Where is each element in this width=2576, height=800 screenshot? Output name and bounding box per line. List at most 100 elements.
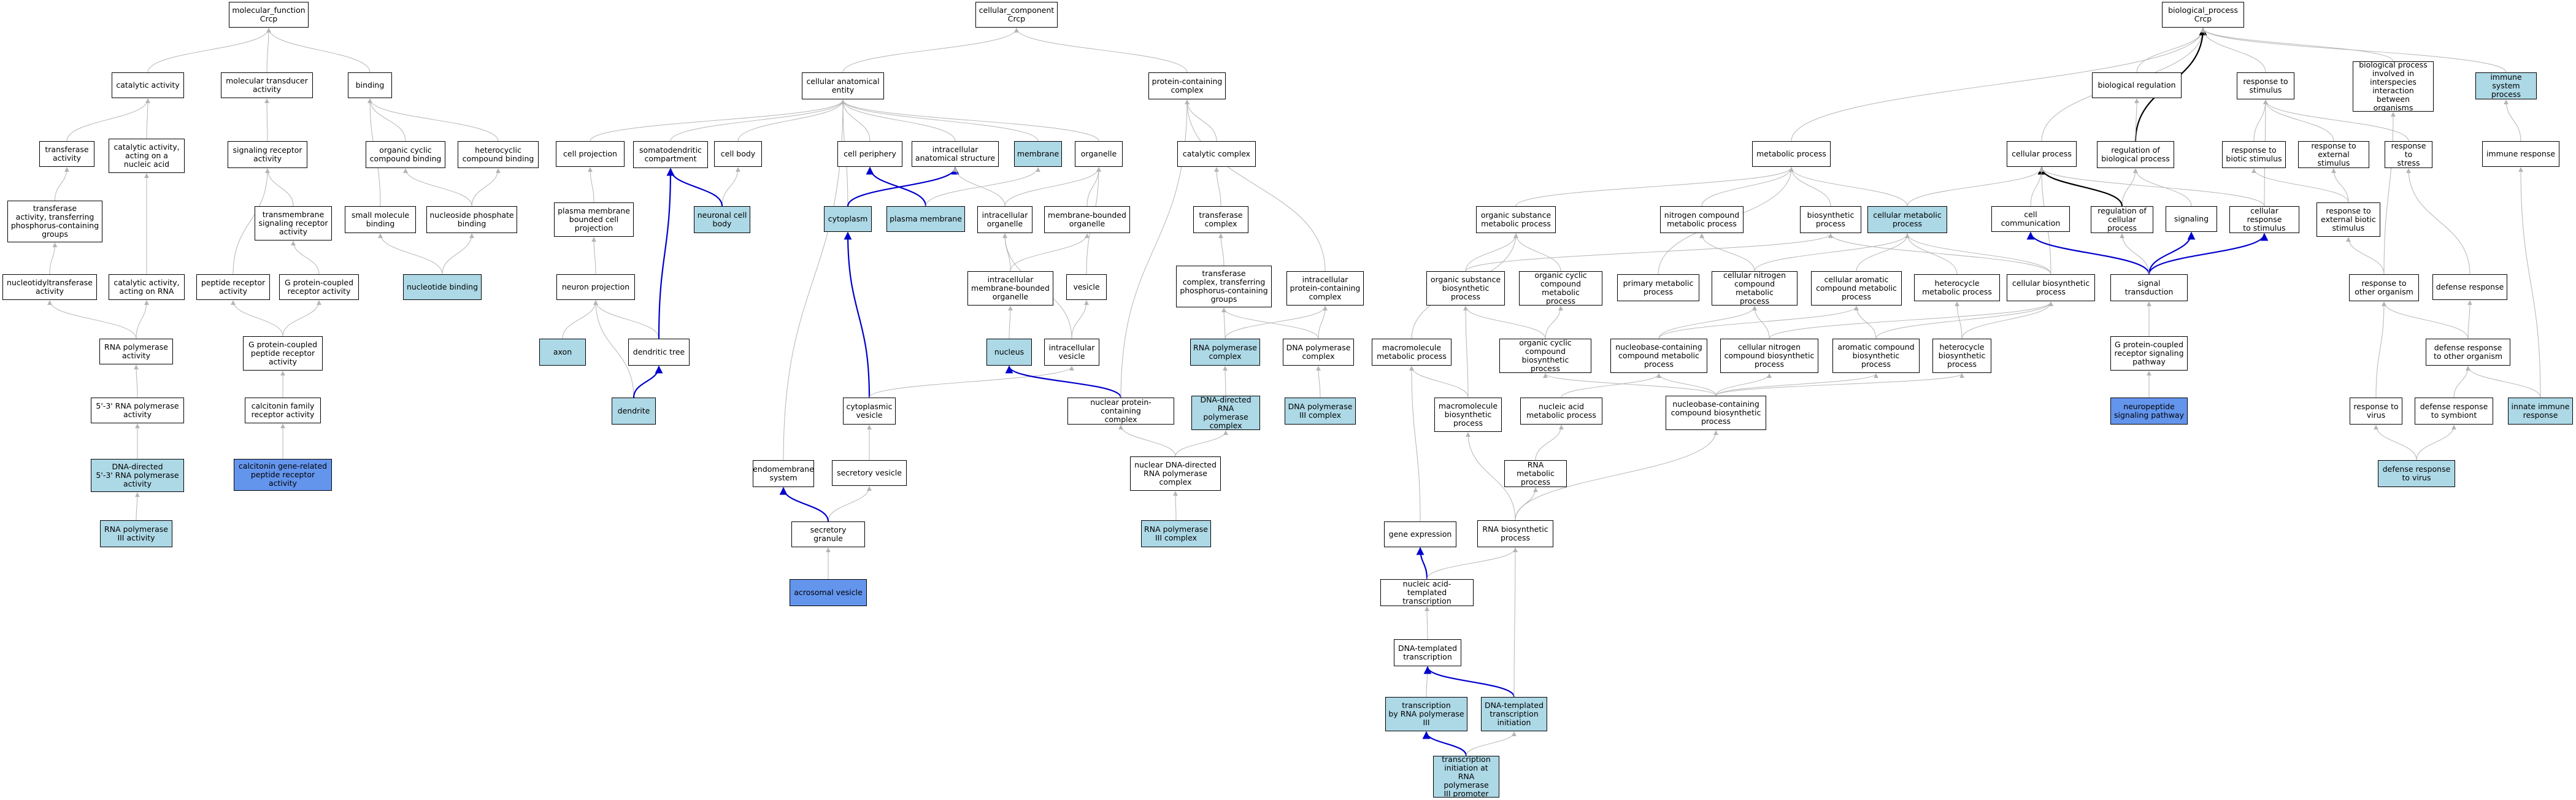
node-cellular-biosynthetic-process[interactable]: cellular biosynthetic process	[2007, 274, 2095, 301]
node-regulation-of-biological-process[interactable]: regulation of biological process	[2097, 141, 2174, 168]
node-nucleoside-phosphate-binding[interactable]: nucleoside phosphate binding	[426, 206, 517, 233]
node-organic-cyclic-compound-biosynthetic-process[interactable]: organic cyclic compound biosynthetic pro…	[1499, 339, 1591, 373]
node-regulation-of-cellular-process[interactable]: regulation of cellular process	[2091, 206, 2153, 233]
node-dna-directed-rna-polymerase-complex[interactable]: DNA-directed RNA polymerase complex	[1191, 396, 1260, 430]
node-defense-response[interactable]: defense response	[2432, 274, 2507, 300]
node-rna-polymerase-activity[interactable]: RNA polymerase activity	[99, 339, 173, 364]
node-nucleotide-binding[interactable]: nucleotide binding	[403, 274, 482, 300]
node-cgrp-receptor-activity[interactable]: calcitonin gene-related peptide receptor…	[234, 459, 332, 491]
node-axon[interactable]: axon	[539, 339, 586, 366]
node-transcription-by-rna-polymerase-iii[interactable]: transcription by RNA polymerase III	[1385, 697, 1467, 731]
node-response-to-virus[interactable]: response to virus	[2350, 398, 2402, 425]
node-calcitonin-family-receptor-activity[interactable]: calcitonin family receptor activity	[245, 398, 321, 423]
node-catalytic-acting-on-rna[interactable]: catalytic activity, acting on RNA	[109, 274, 185, 300]
node-cell-body[interactable]: cell body	[714, 141, 762, 167]
node-biological-regulation[interactable]: biological regulation	[2092, 72, 2182, 98]
node-cellular-component[interactable]: cellular_component Crcp	[975, 2, 1058, 28]
node-intracellular-protein-containing-complex[interactable]: intracellular protein-containing complex	[1286, 271, 1364, 306]
node-dendrite[interactable]: dendrite	[612, 398, 656, 425]
node-gpcr-signaling-pathway[interactable]: G protein-coupled receptor signaling pat…	[2110, 336, 2188, 371]
node-biosynthetic-process[interactable]: biosynthetic process	[1800, 206, 1861, 233]
node-gene-expression[interactable]: gene expression	[1384, 521, 1456, 547]
node-neuropeptide-signaling-pathway[interactable]: neuropeptide signaling pathway	[2110, 398, 2188, 425]
node-signaling-receptor-activity[interactable]: signaling receptor activity	[228, 141, 307, 168]
node-response-to-other-organism[interactable]: response to other organism	[2349, 274, 2419, 301]
node-organic-cyclic-compound-binding[interactable]: organic cyclic compound binding	[366, 141, 445, 168]
node-macromolecule-metabolic-process[interactable]: macromolecule metabolic process	[1372, 339, 1451, 366]
node-catalytic-acting-on-nucleic-acid[interactable]: catalytic activity, acting on a nucleic …	[109, 139, 185, 173]
node-rna-biosynthetic-process[interactable]: RNA biosynthetic process	[1477, 520, 1553, 547]
node-peptide-receptor-activity[interactable]: peptide receptor activity	[196, 274, 270, 300]
node-nucleic-acid-templated-transcription[interactable]: nucleic acid-templated transcription	[1380, 579, 1474, 606]
node-dna-polymerase-complex[interactable]: DNA polymerase complex	[1283, 339, 1354, 366]
node-response-to-external-biotic-stimulus[interactable]: response to external biotic stimulus	[2316, 202, 2380, 237]
node-heterocycle-metabolic-process[interactable]: heterocycle metabolic process	[1914, 274, 2000, 301]
node-intracellular-membrane-bounded-organelle[interactable]: intracellular membrane-bounded organelle	[967, 271, 1053, 306]
node-biological-process[interactable]: biological_process Crcp	[2162, 2, 2244, 28]
node-gpcr-peptide-receptor-activity[interactable]: G protein-coupled peptide receptor activ…	[243, 336, 323, 371]
node-cellular-nitrogen-compound-biosynthetic-process[interactable]: cellular nitrogen compound biosynthetic …	[1720, 339, 1818, 373]
node-molecular-function[interactable]: molecular_function Crcp	[229, 2, 309, 28]
node-rna-metabolic-process[interactable]: RNA metabolic process	[1504, 460, 1567, 487]
node-molecular-transducer-activity[interactable]: molecular transducer activity	[221, 72, 313, 98]
node-intracellular-vesicle[interactable]: intracellular vesicle	[1044, 339, 1099, 366]
node-organelle[interactable]: organelle	[1075, 141, 1123, 167]
node-cell-communication[interactable]: cell communication	[1991, 206, 2070, 232]
node-endomembrane-system[interactable]: endomembrane system	[753, 460, 814, 487]
node-transmembrane-signaling-receptor[interactable]: transmembrane signaling receptor activit…	[255, 206, 332, 240]
node-cell-periphery[interactable]: cell periphery	[837, 141, 902, 167]
node-dna-polymerase-iii-complex[interactable]: DNA polymerase III complex	[1285, 398, 1356, 425]
node-5-3-rna-polymerase-activity[interactable]: 5'-3' RNA polymerase activity	[91, 398, 184, 423]
node-nucleus[interactable]: nucleus	[986, 339, 1032, 366]
node-neuronal-cell-body[interactable]: neuronal cell body	[694, 206, 750, 233]
node-biological-process-interspecies-interaction[interactable]: biological process involved in interspec…	[2353, 61, 2434, 112]
node-transferase-activity[interactable]: transferase activity	[39, 141, 94, 167]
node-organic-substance-metabolic-process[interactable]: organic substance metabolic process	[1476, 206, 1556, 233]
node-signal-transduction[interactable]: signal transduction	[2110, 274, 2188, 301]
node-response-to-stress[interactable]: response to stress	[2385, 141, 2432, 168]
node-intracellular-organelle[interactable]: intracellular organelle	[977, 206, 1032, 233]
node-dna-directed-rna-polymerase-activity[interactable]: DNA-directed 5'-3' RNA polymerase activi…	[91, 459, 184, 492]
node-cytoplasmic-vesicle[interactable]: cytoplasmic vesicle	[843, 398, 896, 425]
node-response-to-external-stimulus[interactable]: response to external stimulus	[2298, 141, 2369, 168]
node-cytoplasm[interactable]: cytoplasm	[824, 206, 872, 232]
node-heterocyclic-compound-binding[interactable]: heterocyclic compound binding	[458, 141, 539, 168]
node-plasma-membrane[interactable]: plasma membrane	[886, 206, 965, 232]
node-defense-response-to-symbiont[interactable]: defense response to symbiont	[2415, 398, 2493, 425]
node-cellular-nitrogen-compound-metabolic-process[interactable]: cellular nitrogen compound metabolic pro…	[1712, 271, 1797, 306]
node-catalytic-complex[interactable]: catalytic complex	[1177, 141, 1256, 167]
node-primary-metabolic-process[interactable]: primary metabolic process	[1617, 274, 1699, 301]
node-nucleobase-containing-compound-biosynthetic-process[interactable]: nucleobase-containing compound biosynthe…	[1666, 396, 1766, 430]
node-immune-system-process[interactable]: immune system process	[2475, 72, 2537, 99]
node-nucleotidyltransferase-activity[interactable]: nucleotidyltransferase activity	[2, 274, 97, 300]
node-acrosomal-vesicle[interactable]: acrosomal vesicle	[790, 579, 867, 606]
node-response-to-biotic-stimulus[interactable]: response to biotic stimulus	[2222, 141, 2286, 168]
node-nucleobase-containing-compound-metabolic-process[interactable]: nucleobase-containing compound metabolic…	[1610, 339, 1707, 373]
node-binding[interactable]: binding	[348, 72, 392, 98]
node-cellular-anatomical-entity[interactable]: cellular anatomical entity	[802, 72, 884, 99]
node-transferase-phosphorus-groups[interactable]: transferase activity, transferring phosp…	[7, 201, 102, 242]
node-nucleic-acid-metabolic-process[interactable]: nucleic acid metabolic process	[1520, 398, 1602, 425]
node-vesicle[interactable]: vesicle	[1066, 274, 1107, 300]
node-catalytic-activity[interactable]: catalytic activity	[112, 72, 184, 98]
node-gpcr-activity[interactable]: G protein-coupled receptor activity	[279, 274, 359, 300]
node-macromolecule-biosynthetic-process[interactable]: macromolecule biosynthetic process	[1434, 398, 1502, 432]
node-transcription-initiation-rna-polymerase-iii-promoter[interactable]: transcription initiation at RNA polymera…	[1433, 756, 1499, 798]
node-secretory-granule[interactable]: secretory granule	[791, 521, 865, 547]
node-dna-templated-transcription-initiation[interactable]: DNA-templated transcription initiation	[1481, 697, 1547, 731]
node-membrane-bounded-organelle[interactable]: membrane-bounded organelle	[1044, 206, 1130, 233]
node-defense-response-to-other-organism[interactable]: defense response to other organism	[2426, 339, 2510, 366]
node-organic-substance-biosynthetic-process[interactable]: organic substance biosynthetic process	[1426, 271, 1505, 306]
node-dendritic-tree[interactable]: dendritic tree	[628, 339, 690, 366]
node-protein-containing-complex[interactable]: protein-containing complex	[1148, 72, 1226, 99]
node-aromatic-compound-biosynthetic-process[interactable]: aromatic compound biosynthetic process	[1832, 339, 1920, 373]
node-cellular-process[interactable]: cellular process	[2007, 141, 2077, 167]
node-small-molecule-binding[interactable]: small molecule binding	[345, 206, 416, 233]
node-transferase-complex-phosphorus-groups[interactable]: transferase complex, transferring phosph…	[1176, 266, 1272, 307]
node-rna-polymerase-iii-complex[interactable]: RNA polymerase III complex	[1141, 520, 1211, 547]
node-nitrogen-compound-metabolic-process[interactable]: nitrogen compound metabolic process	[1660, 206, 1744, 233]
node-signaling[interactable]: signaling	[2166, 206, 2217, 232]
node-metabolic-process[interactable]: metabolic process	[1752, 141, 1831, 167]
node-heterocycle-biosynthetic-process[interactable]: heterocycle biosynthetic process	[1932, 339, 1991, 373]
node-dna-templated-transcription[interactable]: DNA-templated transcription	[1394, 639, 1461, 666]
